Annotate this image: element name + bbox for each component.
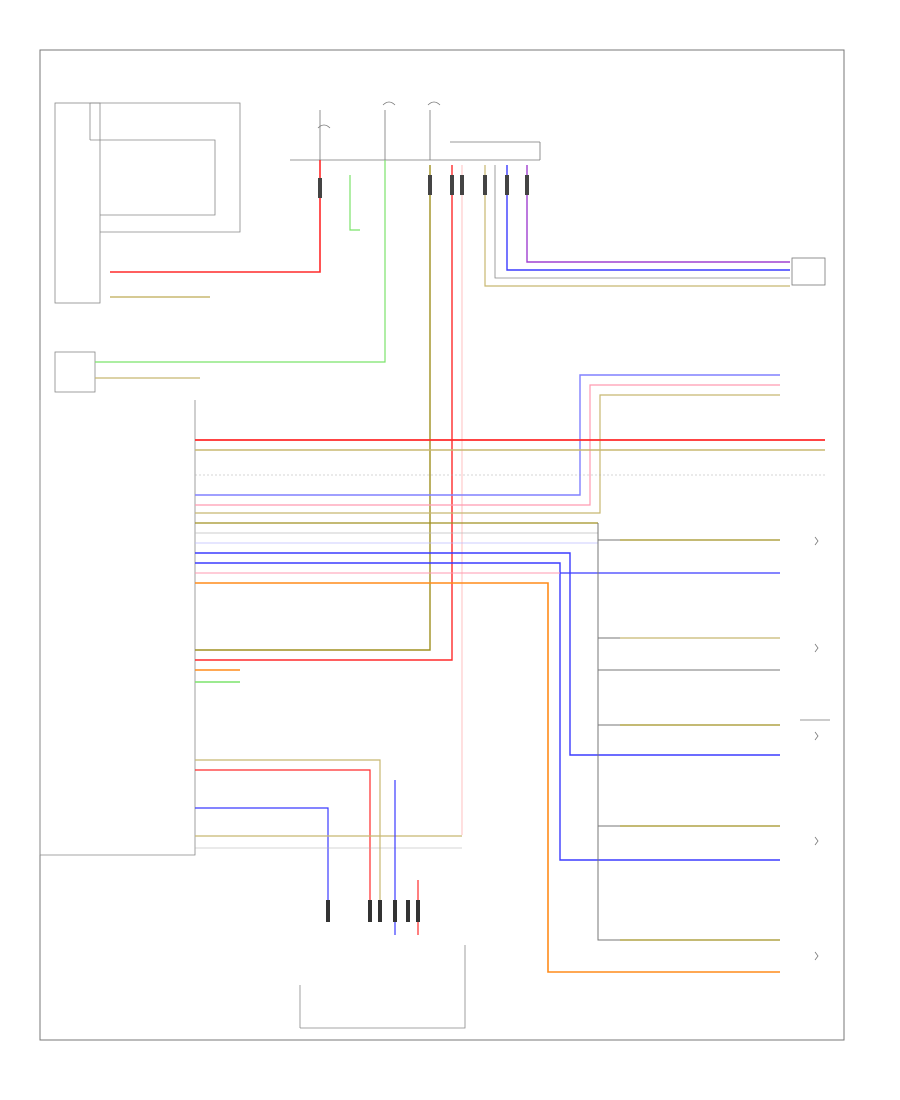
wire-olive-vertical bbox=[195, 165, 431, 651]
wire-gray-right bbox=[494, 165, 790, 279]
wire-tan-loop bbox=[195, 394, 780, 514]
wire-tan-bottom bbox=[195, 759, 381, 900]
wire-blue-sensor2 bbox=[195, 562, 780, 861]
diagram-border bbox=[39, 49, 845, 1041]
wire-purple bbox=[526, 165, 790, 263]
right-sensor-box bbox=[791, 257, 826, 286]
bottom-connectors bbox=[326, 900, 420, 922]
fuse-bus bbox=[290, 101, 541, 161]
wire-orange-sensor bbox=[195, 582, 780, 973]
right-sensor-wire-colors bbox=[620, 539, 780, 941]
wire-blue-sensor1 bbox=[195, 552, 780, 756]
main-control-module bbox=[39, 400, 196, 856]
wire-lightblue-loop bbox=[195, 374, 780, 496]
bottom-module bbox=[299, 945, 466, 1029]
wire-red-vertical bbox=[195, 165, 453, 661]
wire-blue-bottom bbox=[195, 807, 329, 900]
wire-red-bottom bbox=[195, 769, 371, 900]
wire-green-short bbox=[349, 175, 360, 231]
right-sensor-bus bbox=[597, 523, 780, 941]
wire-tan-right bbox=[484, 165, 790, 287]
fuse-connector-stubs bbox=[318, 175, 529, 198]
wire-blue-right bbox=[506, 165, 790, 271]
wire-pink-loop bbox=[195, 384, 780, 506]
sensor-symbols bbox=[800, 536, 830, 961]
top-left-module bbox=[54, 102, 241, 393]
wire-green bbox=[95, 160, 386, 363]
